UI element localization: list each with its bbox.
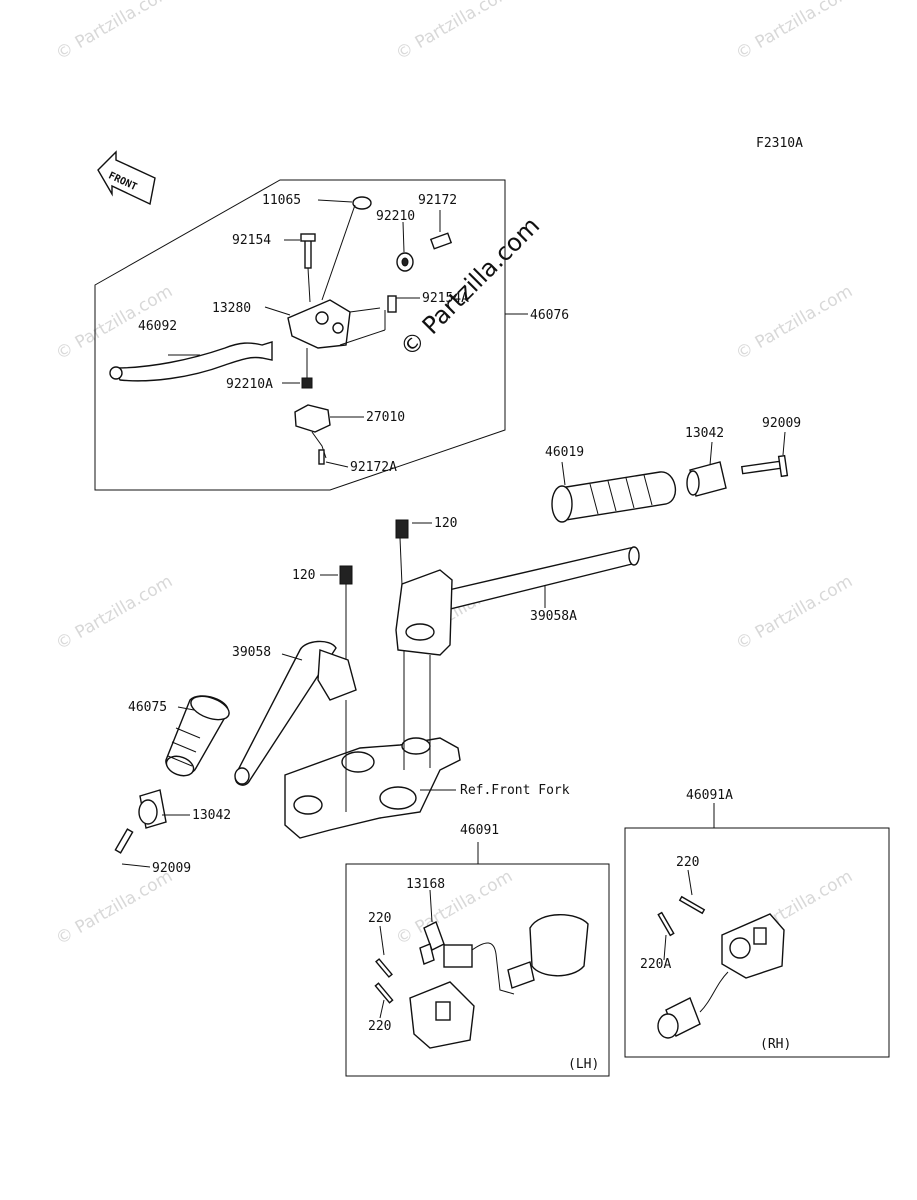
callout-13042-right: 13042 bbox=[685, 426, 724, 441]
callout-46091: 46091 bbox=[460, 823, 499, 838]
callout-92009-right: 92009 bbox=[762, 416, 801, 431]
callout-46091a: 46091A bbox=[686, 788, 733, 803]
callout-27010: 27010 bbox=[366, 410, 405, 425]
callout-39058a: 39058A bbox=[530, 609, 577, 624]
callout-220-lh-bottom: 220 bbox=[368, 1019, 391, 1034]
right-grip-group bbox=[551, 431, 789, 523]
callout-120-left: 120 bbox=[292, 568, 315, 583]
callout-13280: 13280 bbox=[212, 301, 251, 316]
watermark: © Partzilla.com bbox=[53, 0, 177, 64]
callout-92154a: 92154A bbox=[422, 291, 469, 306]
rh-switch-box bbox=[624, 827, 890, 1058]
watermarks: © Partzilla.com © Partzilla.com © Partzi… bbox=[53, 0, 857, 949]
callout-220-rh: 220 bbox=[676, 855, 699, 870]
watermark: © Partzilla.com bbox=[53, 571, 177, 654]
left-handlebar bbox=[234, 565, 357, 786]
lh-switch-parts bbox=[374, 889, 589, 1049]
rh-switch-parts bbox=[657, 869, 785, 1039]
callout-46076: 46076 bbox=[530, 308, 569, 323]
callout-39058: 39058 bbox=[232, 645, 271, 660]
watermark: © Partzilla.com bbox=[733, 0, 857, 64]
callout-92172: 92172 bbox=[418, 193, 457, 208]
triple-clamp bbox=[284, 650, 461, 839]
watermark-large: © Partzilla.com bbox=[394, 211, 545, 362]
watermark: © Partzilla.com bbox=[733, 281, 857, 364]
figure-code: F2310A bbox=[756, 136, 803, 151]
callout-46019: 46019 bbox=[545, 445, 584, 460]
callout-side-lh: (LH) bbox=[568, 1057, 599, 1072]
callout-46092: 46092 bbox=[138, 319, 177, 334]
callout-92210a: 92210A bbox=[226, 377, 273, 392]
callout-92172a: 92172A bbox=[350, 460, 397, 475]
callout-92210: 92210 bbox=[376, 209, 415, 224]
callout-220-lh-top: 220 bbox=[368, 911, 391, 926]
lever-assembly-box bbox=[94, 179, 506, 491]
watermark: © Partzilla.com bbox=[733, 571, 857, 654]
callout-220a: 220A bbox=[640, 957, 671, 972]
callout-120-right: 120 bbox=[434, 516, 457, 531]
lever-assembly bbox=[109, 196, 528, 468]
callout-side-rh: (RH) bbox=[760, 1037, 791, 1052]
callout-ref-front-fork: Ref.Front Fork bbox=[460, 783, 570, 798]
left-grip-group bbox=[114, 695, 230, 868]
callout-13042-left: 13042 bbox=[192, 808, 231, 823]
callout-92009-left: 92009 bbox=[152, 861, 191, 876]
front-arrow-icon: FRONT bbox=[97, 150, 156, 206]
callout-46075: 46075 bbox=[128, 700, 167, 715]
callout-labels: 11065 92172 92210 92154 92154A 13280 460… bbox=[128, 193, 801, 1072]
callout-11065: 11065 bbox=[262, 193, 301, 208]
right-handlebar bbox=[395, 519, 640, 656]
watermark: © Partzilla.com bbox=[53, 866, 177, 949]
callout-13168: 13168 bbox=[406, 877, 445, 892]
callout-92154: 92154 bbox=[232, 233, 271, 248]
watermark: © Partzilla.com bbox=[393, 0, 517, 64]
